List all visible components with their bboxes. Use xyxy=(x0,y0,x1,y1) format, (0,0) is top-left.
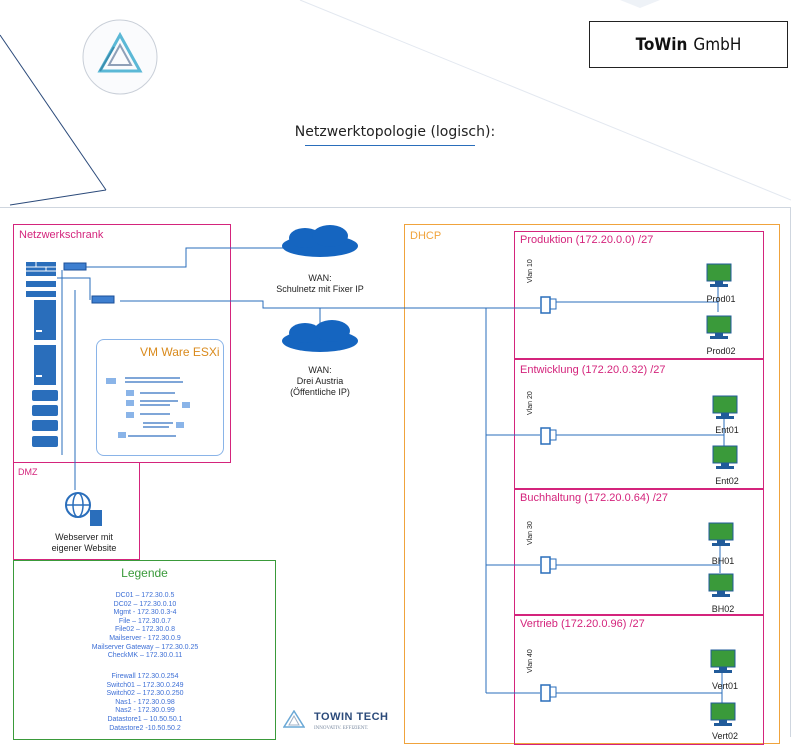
webserver-label-1: Webserver mit xyxy=(55,532,113,542)
pc-icon xyxy=(708,522,734,546)
legend-entry: Mgmt - 172.30.0.3-4 xyxy=(113,609,177,617)
link-firewall-wan1 xyxy=(70,247,290,268)
decor-line xyxy=(0,34,107,191)
decor-line xyxy=(9,189,107,206)
zone-dmz xyxy=(13,463,140,560)
wan1-title: WAN: xyxy=(308,273,332,283)
vlan-switch-icon xyxy=(540,684,557,702)
pc-label-bh02: BH02 xyxy=(711,604,735,614)
company-logo xyxy=(82,19,158,95)
server-icon xyxy=(34,300,56,340)
legend-entry: Datastore1 – 10.50.50.1 xyxy=(107,715,183,723)
page-heading: Netzwerktopologie (logisch): xyxy=(294,124,496,140)
vmware-box xyxy=(96,339,224,456)
towin-tech-slogan: INNOVATIV. EFFIZIENT. xyxy=(314,726,369,731)
pc-label-ent02: Ent02 xyxy=(715,476,739,486)
heading-underline xyxy=(305,145,475,146)
switch-small-icon xyxy=(63,262,115,304)
legend-entry: Switch02 – 172.30.0.250 xyxy=(106,690,184,698)
legend-entry: Switch01 – 172.30.0.249 xyxy=(106,681,184,689)
vlan-switch-icon xyxy=(540,427,557,445)
company-name-suffix: GmbH xyxy=(693,34,742,55)
towin-tech-logo-icon xyxy=(283,710,305,728)
pc-label-prod02: Prod02 xyxy=(706,346,736,356)
vlan-box-entwicklung xyxy=(514,359,764,489)
vlan-box-buchhaltung xyxy=(514,489,764,615)
legend-entry: DC01 – 172.30.0.5 xyxy=(115,592,175,599)
vlan-title-produktion: Produktion (172.20.0.0) /27 xyxy=(520,234,654,246)
cloud-icon xyxy=(282,225,358,257)
legend-entry: Mailserver - 172.30.0.9 xyxy=(109,634,181,642)
legend-entry: Nas2 - 172.30.0.99 xyxy=(115,707,175,715)
pc-label-prod01: Prod01 xyxy=(706,294,736,304)
vm-text-lines xyxy=(125,377,183,437)
pc-icon xyxy=(706,263,732,287)
zone-dhcp-label: DHCP xyxy=(410,230,442,242)
pc-icon xyxy=(712,445,738,469)
link-rack-switch xyxy=(57,277,91,300)
vlan40-label: Vlan 40 xyxy=(527,649,534,673)
legend-entry: File – 172.30.0.7 xyxy=(118,617,172,625)
switch-icon xyxy=(26,281,56,297)
legend-entry: Nas1 - 172.30.0.98 xyxy=(115,698,175,706)
legend-title: Legende xyxy=(121,566,168,580)
cloud-icon xyxy=(282,320,358,352)
zone-dmz-label: DMZ xyxy=(18,467,38,477)
wan2-title: WAN: xyxy=(308,365,332,375)
company-name-bold: ToWin xyxy=(635,34,688,55)
pc-icon xyxy=(712,395,738,419)
nas-icon xyxy=(32,390,58,447)
legend-entry: File02 – 172.30.0.8 xyxy=(115,626,175,634)
webserver-label-2: eigener Website xyxy=(51,543,117,553)
pc-label-ent01: Ent01 xyxy=(715,425,739,435)
header-decoration xyxy=(0,0,791,206)
zone-netzwerkschrank-label: Netzwerkschrank xyxy=(19,229,104,241)
wan2-desc1: Drei Austria xyxy=(296,376,344,386)
pc-icon xyxy=(708,573,734,597)
pc-icon xyxy=(710,702,736,726)
pc-label-bh01: BH01 xyxy=(711,556,735,566)
legend-entry: CheckMK – 172.30.0.11 xyxy=(107,652,183,660)
vm-entries-icon xyxy=(106,378,190,438)
legend-entry: Mailserver Gateway – 172.30.0.25 xyxy=(91,643,199,651)
zone-netzwerkschrank xyxy=(13,224,231,463)
vlan-box-produktion xyxy=(514,231,764,359)
vlan10-label: Vlan 10 xyxy=(527,259,534,283)
decor-shape xyxy=(620,0,660,8)
pc-icon xyxy=(710,649,736,673)
server-icon xyxy=(34,345,56,385)
vlan-switch-icon xyxy=(540,296,557,314)
firewall-icon xyxy=(26,262,56,276)
legend-entry: Firewall 172.30.0.254 xyxy=(111,673,179,680)
wan1-desc: Schulnetz mit Fixer IP xyxy=(276,284,364,294)
company-name-box: ToWin GmbH xyxy=(589,21,788,68)
vlan20-label: Vlan 20 xyxy=(527,391,534,415)
legend-entry: DC02 – 172.30.0.10 xyxy=(113,600,177,608)
vlan-title-entwicklung: Entwicklung (172.20.0.32) /27 xyxy=(520,364,666,376)
wan2-desc2: (Öffentliche IP) xyxy=(290,387,350,397)
vmware-label: VM Ware ESXi xyxy=(140,345,220,359)
vlan-title-vertrieb: Vertrieb (172.20.0.96) /27 xyxy=(520,618,645,630)
pc-icon xyxy=(706,315,732,339)
towin-tech-name: TOWIN TECH xyxy=(314,711,389,723)
link-switch-wan2 xyxy=(120,300,540,309)
legend-servers: DC01 – 172.30.0.5 DC02 – 172.30.0.10 Mgm… xyxy=(60,592,230,661)
pc-label-vert02: Vert02 xyxy=(711,731,739,741)
vlan-switch-icon xyxy=(540,556,557,574)
globe-icon xyxy=(65,492,102,526)
decor-line xyxy=(299,0,791,201)
legend-entry: Datastore2 -10.50.50.2 xyxy=(109,724,181,732)
pc-label-vert01: Vert01 xyxy=(711,681,739,691)
legend-network: Firewall 172.30.0.254 Switch01 – 172.30.… xyxy=(60,673,230,733)
vlan-title-buchhaltung: Buchhaltung (172.20.0.64) /27 xyxy=(520,492,669,504)
vlan30-label: Vlan 30 xyxy=(527,521,534,545)
